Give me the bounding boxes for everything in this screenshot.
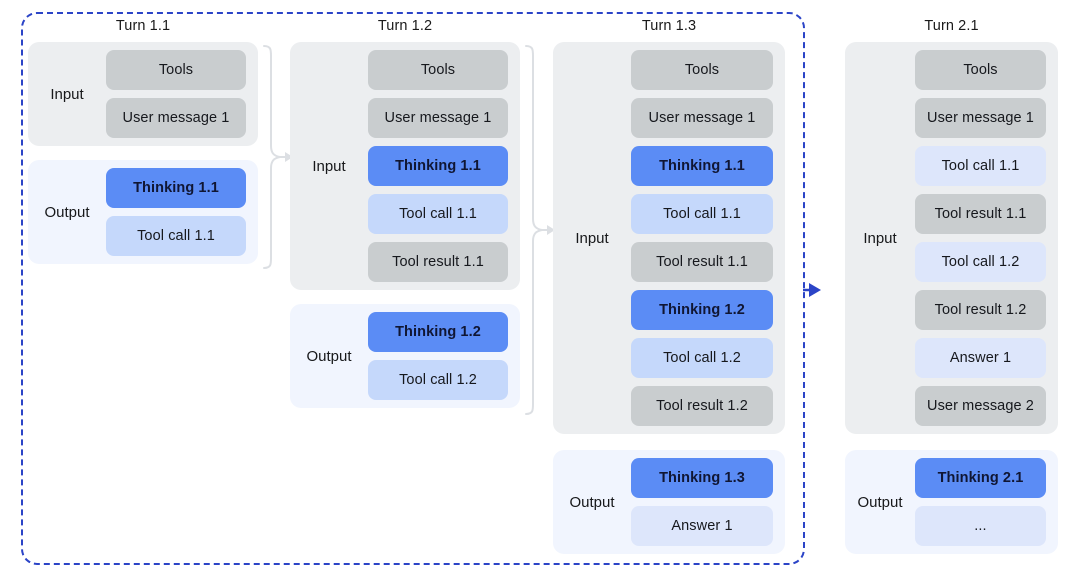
turn-title: Turn 2.1 [924, 18, 979, 34]
input-group: Input Tools User message 1 Thinking 1.1 … [290, 42, 520, 290]
turn-transition-arrow-icon [803, 281, 825, 299]
chip-tool-call-1-1[interactable]: Tool call 1.1 [106, 216, 246, 256]
output-label: Output [857, 493, 903, 511]
input-label: Input [312, 157, 346, 175]
turn-column-4: Turn 2.1 Input Tools User message 1 Tool… [845, 0, 1058, 576]
chip-user-message-2[interactable]: User message 2 [915, 386, 1046, 426]
chip-tool-call-1-2[interactable]: Tool call 1.2 [631, 338, 773, 378]
chip-tools[interactable]: Tools [631, 50, 773, 90]
chip-thinking-2-1[interactable]: Thinking 2.1 [915, 458, 1046, 498]
input-chip-list: Tools User message 1 Thinking 1.1 Tool c… [631, 40, 785, 436]
chip-tool-call-1-1[interactable]: Tool call 1.1 [915, 146, 1046, 186]
input-label: Input [50, 85, 84, 103]
output-chip-list: Thinking 2.1 ... [915, 448, 1058, 556]
input-chip-list: Tools User message 1 Tool call 1.1 Tool … [915, 40, 1058, 436]
chip-user-message-1[interactable]: User message 1 [915, 98, 1046, 138]
chip-answer-1[interactable]: Answer 1 [915, 338, 1046, 378]
output-chip-list: Thinking 1.3 Answer 1 [631, 448, 785, 556]
chip-tool-result-1-1[interactable]: Tool result 1.1 [631, 242, 773, 282]
chip-tool-call-1-1[interactable]: Tool call 1.1 [631, 194, 773, 234]
input-chip-list: Tools User message 1 [106, 40, 258, 148]
turn-title: Turn 1.2 [377, 18, 433, 34]
chip-tool-call-1-1[interactable]: Tool call 1.1 [368, 194, 508, 234]
turn-column-1: Turn 1.1 Input Tools User message 1 Outp… [28, 0, 258, 576]
chip-user-message-1[interactable]: User message 1 [631, 98, 773, 138]
output-label: Output [306, 347, 352, 365]
output-group: Output Thinking 2.1 ... [845, 450, 1058, 554]
input-label: Input [575, 229, 609, 247]
chip-tool-result-1-2[interactable]: Tool result 1.2 [915, 290, 1046, 330]
chip-answer-1[interactable]: Answer 1 [631, 506, 773, 546]
turn-title: Turn 1.1 [115, 18, 171, 34]
chip-tools[interactable]: Tools [368, 50, 508, 90]
chip-user-message-1[interactable]: User message 1 [368, 98, 508, 138]
chip-thinking-1-2[interactable]: Thinking 1.2 [368, 312, 508, 352]
chip-thinking-1-3[interactable]: Thinking 1.3 [631, 458, 773, 498]
output-label: Output [44, 203, 90, 221]
chip-tool-call-1-2[interactable]: Tool call 1.2 [368, 360, 508, 400]
chip-tools[interactable]: Tools [106, 50, 246, 90]
output-group: Output Thinking 1.2 Tool call 1.2 [290, 304, 520, 408]
input-group: Input Tools User message 1 [28, 42, 258, 146]
chip-thinking-1-1[interactable]: Thinking 1.1 [631, 146, 773, 186]
input-chip-list: Tools User message 1 Thinking 1.1 Tool c… [368, 40, 520, 292]
output-chip-list: Thinking 1.1 Tool call 1.1 [106, 158, 258, 266]
chip-tool-result-1-1[interactable]: Tool result 1.1 [368, 242, 508, 282]
chip-thinking-1-1[interactable]: Thinking 1.1 [106, 168, 246, 208]
input-group: Input Tools User message 1 Tool call 1.1… [845, 42, 1058, 434]
chip-user-message-1[interactable]: User message 1 [106, 98, 246, 138]
output-chip-list: Thinking 1.2 Tool call 1.2 [368, 302, 520, 410]
output-group: Output Thinking 1.3 Answer 1 [553, 450, 785, 554]
chip-tool-call-1-2[interactable]: Tool call 1.2 [915, 242, 1046, 282]
turn-title: Turn 1.3 [641, 18, 697, 34]
chip-tool-result-1-1[interactable]: Tool result 1.1 [915, 194, 1046, 234]
turn-column-2: Turn 1.2 Input Tools User message 1 Thin… [290, 0, 520, 576]
input-label: Input [863, 229, 897, 247]
chip-tools[interactable]: Tools [915, 50, 1046, 90]
output-label: Output [569, 493, 615, 511]
turn-column-3: Turn 1.3 Input Tools User message 1 Thin… [553, 0, 785, 576]
output-group: Output Thinking 1.1 Tool call 1.1 [28, 160, 258, 264]
input-group: Input Tools User message 1 Thinking 1.1 … [553, 42, 785, 434]
chip-ellipsis[interactable]: ... [915, 506, 1046, 546]
chip-tool-result-1-2[interactable]: Tool result 1.2 [631, 386, 773, 426]
chip-thinking-1-2[interactable]: Thinking 1.2 [631, 290, 773, 330]
chip-thinking-1-1[interactable]: Thinking 1.1 [368, 146, 508, 186]
